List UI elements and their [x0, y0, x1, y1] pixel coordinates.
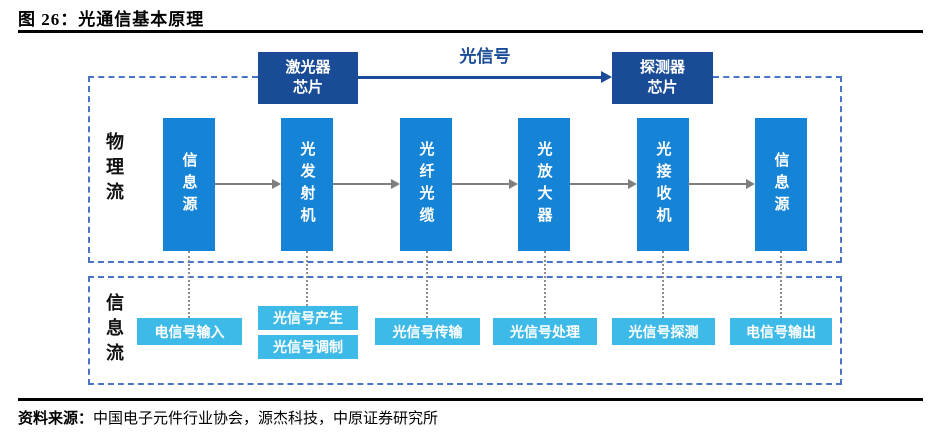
info-box-optical-processing: 光信号处理	[493, 318, 597, 345]
flow-arrowhead	[509, 179, 518, 189]
info-box-label: 电信号输出	[746, 323, 816, 340]
dotted-connector	[544, 251, 546, 318]
physical-node-label: 信息源	[180, 151, 198, 218]
info-box-label: 电信号输入	[154, 323, 225, 340]
detector-chip-label: 探测器 芯片	[639, 58, 685, 96]
source-label: 资料来源：	[18, 411, 94, 427]
bottom-rule	[18, 398, 923, 401]
info-box-label: 光信号调制	[273, 339, 343, 355]
dotted-connector	[306, 251, 308, 306]
flow-arrowhead	[746, 179, 755, 189]
physical-node-info-source-right: 信息源	[755, 118, 807, 251]
physical-flow-region-top-right-segment	[713, 76, 842, 78]
source-line: 资料来源：中国电子元件行业协会，源杰科技，中原证券研究所	[18, 407, 438, 428]
physical-node-optical-amplifier: 光放大器	[518, 118, 570, 251]
info-box-label: 光信号传输	[392, 323, 463, 340]
flow-arrowhead	[272, 179, 281, 189]
info-flow-label-text: 信息流	[104, 293, 124, 368]
flow-arrow-line	[215, 183, 273, 185]
flow-arrow-line	[570, 183, 629, 185]
physical-flow-label: 物理流	[94, 76, 134, 263]
physical-node-label: 光纤光缆	[417, 140, 435, 229]
physical-node-label: 光放大器	[535, 140, 553, 229]
dotted-connector	[662, 251, 664, 318]
physical-node-info-source-left: 信息源	[163, 118, 215, 251]
info-box-label: 光信号产生	[273, 310, 343, 326]
dotted-connector	[188, 251, 190, 318]
dotted-connector	[780, 251, 782, 318]
optical-signal-label: 光信号	[459, 47, 511, 66]
info-box-optical-transmission: 光信号传输	[375, 318, 480, 345]
figure-title: 图 26：光通信基本原理	[18, 10, 205, 29]
info-box-electrical-output: 电信号输出	[730, 318, 832, 345]
flow-arrowhead	[628, 179, 637, 189]
info-box-optical-detection: 光信号探测	[612, 318, 715, 345]
physical-flow-region	[88, 76, 842, 263]
laser-chip-box: 激光器 芯片	[258, 52, 358, 104]
dotted-connector	[426, 251, 428, 318]
physical-flow-label-text: 物理流	[104, 132, 124, 207]
optical-signal-arrow-line	[358, 76, 602, 79]
physical-flow-region-top-left-segment	[88, 76, 258, 78]
info-box-label: 光信号处理	[510, 323, 580, 340]
info-flow-label: 信息流	[94, 276, 134, 385]
flow-arrow-line	[688, 183, 747, 185]
physical-node-optical-transmitter: 光发射机	[281, 118, 333, 251]
flow-arrowhead	[391, 179, 400, 189]
source-text: 中国电子元件行业协会，源杰科技，中原证券研究所	[93, 411, 439, 427]
flow-arrow-line	[452, 183, 510, 185]
physical-node-fiber-cable: 光纤光缆	[400, 118, 452, 251]
info-box-electrical-input: 电信号输入	[137, 318, 242, 345]
physical-node-optical-receiver: 光接收机	[637, 118, 689, 251]
physical-node-label: 信息源	[772, 151, 790, 218]
title-rule	[18, 30, 923, 33]
detector-chip-box: 探测器 芯片	[612, 52, 713, 104]
info-box-optical-generation: 光信号产生	[258, 306, 358, 330]
info-flow-region	[88, 276, 842, 385]
flow-arrow-line	[333, 183, 392, 185]
physical-node-label: 光接收机	[654, 140, 672, 229]
physical-node-label: 光发射机	[298, 140, 316, 229]
optical-signal-arrowhead	[601, 71, 612, 83]
info-box-label: 光信号探测	[628, 323, 699, 340]
info-box-optical-modulation: 光信号调制	[258, 335, 358, 359]
laser-chip-label: 激光器 芯片	[285, 58, 331, 96]
